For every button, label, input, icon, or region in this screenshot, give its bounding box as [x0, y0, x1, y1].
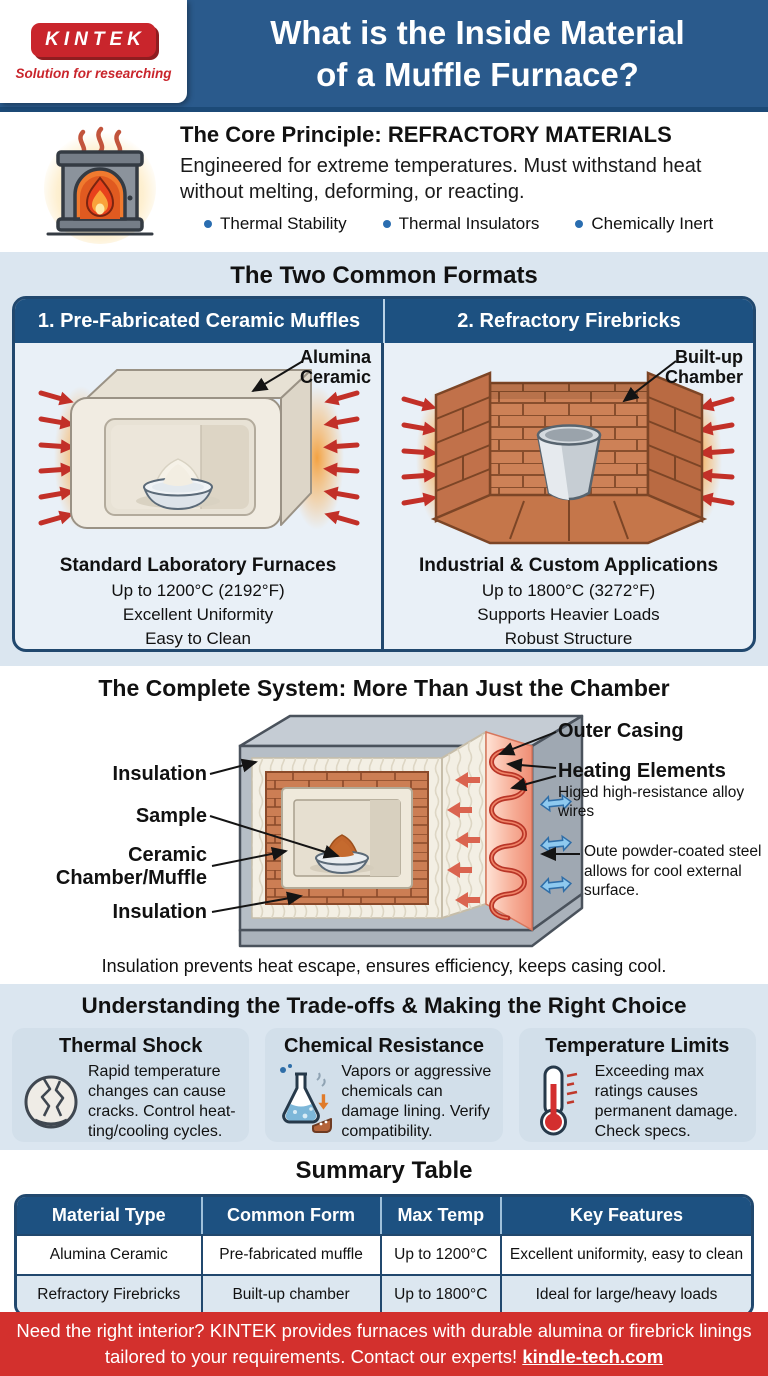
table-cell: Up to 1200°C	[379, 1236, 500, 1274]
cracked-sphere-icon	[24, 1075, 78, 1129]
card-text: Exceeding max ratings causes permanent d…	[594, 1063, 738, 1141]
page-title-line1: What is the Inside Material	[270, 13, 685, 51]
label-sample: Sample	[135, 805, 207, 827]
formats-title: The Two Common Formats	[230, 262, 538, 289]
label-outer-casing: Outer Casing	[558, 720, 684, 742]
bullet-label: Thermal Insulators	[398, 214, 540, 233]
table-header-cell: Common Form	[200, 1197, 380, 1234]
format-feature: Supports Heavier Loads	[477, 605, 660, 625]
bullet-item: Thermal Insulators	[382, 214, 540, 234]
bullet-dot-icon	[382, 220, 391, 228]
callout-alumina-ceramic: Alumina Ceramic	[299, 347, 371, 388]
system-title: The Complete System: More Than Just the …	[98, 675, 670, 701]
table-header-cell: Key Features	[499, 1197, 751, 1234]
cutaway-illustration	[238, 714, 584, 948]
complete-system-section: The Complete System: More Than Just the …	[0, 666, 768, 984]
format-header-ceramic: 1. Pre-Fabricated Ceramic Muffles	[15, 299, 385, 343]
core-principle-description: Engineered for extreme temperatures. Mus…	[180, 155, 702, 203]
label-ceramic-line1: Ceramic	[128, 844, 207, 866]
summary-section: Summary Table Material Type Common Form …	[0, 1150, 768, 1317]
furnace-cutaway-diagram: Insulation Sample Ceramic Chamber/Muffle…	[0, 708, 768, 954]
footer: Need the right interior? KINTEK provides…	[0, 1312, 768, 1376]
label-casing-note: Oute powder-coated steel allows for cool…	[584, 843, 762, 900]
table-row: Refractory Firebricks Built-up chamber U…	[17, 1274, 751, 1314]
format-feature: Excellent Uniformity	[122, 605, 274, 625]
header: KINTEK Solution for researching What is …	[0, 0, 768, 112]
kintek-logo: KINTEK Solution for researching	[0, 0, 187, 103]
card-thermal-shock: Thermal Shock Rapid temperature changes …	[12, 1028, 250, 1142]
label-ceramic-line2: Chamber/Muffle	[55, 867, 207, 889]
page-title-line2: of a Muffle Furnace?	[316, 55, 639, 93]
label-insulation-top: Insulation	[112, 763, 207, 785]
core-principle-title: The Core Principle: REFRACTORY MATERIALS	[180, 122, 672, 147]
table-cell: Refractory Firebricks	[37, 1286, 181, 1303]
thermometer-icon	[539, 1065, 577, 1136]
bullet-item: Thermal Stability	[204, 214, 347, 234]
kintek-logo-tagline: Solution for researching	[15, 65, 172, 81]
format-header-firebrick: 2. Refractory Firebricks	[457, 309, 681, 332]
format-feature: Up to 1800°C (3272°F)	[481, 581, 656, 600]
bullet-dot-icon	[575, 220, 584, 228]
heating-elements-title: Heating Elements	[558, 760, 726, 782]
core-principle-bullets: Thermal Stability Thermal Insulators Che…	[204, 214, 760, 234]
tradeoffs-title: Understanding the Trade-offs & Making th…	[81, 993, 687, 1018]
table-cell: Built-up chamber	[200, 1276, 380, 1314]
label-ceramic-chamber: Ceramic Chamber/Muffle	[56, 844, 207, 890]
table-header-row: Material Type Common Form Max Temp Key F…	[17, 1197, 751, 1234]
table-header-cell: Material Type	[51, 1205, 166, 1225]
format-col-ceramic: Alumina Ceramic Standard Laboratory Furn…	[15, 343, 384, 649]
table-cell: Ideal for large/heavy loads	[499, 1276, 751, 1314]
summary-table: Material Type Common Form Max Temp Key F…	[14, 1194, 754, 1317]
footer-link[interactable]: kindle-tech.com	[522, 1346, 664, 1367]
format-subtitle: Industrial & Custom Applications	[418, 555, 719, 576]
furnace-icon	[44, 126, 156, 244]
tradeoffs-section: Understanding the Trade-offs & Making th…	[0, 984, 768, 1150]
bullet-item: Chemically Inert	[575, 214, 713, 234]
kintek-logo-badge: KINTEK	[31, 22, 156, 57]
card-title: Thermal Shock	[58, 1035, 203, 1057]
firebrick-illustration	[384, 360, 752, 545]
label-heating-elements: Heating Elements Higed high-resistance a…	[558, 760, 754, 821]
system-caption: Insulation prevents heat escape, ensures…	[101, 956, 667, 976]
table-cell: Up to 1800°C	[379, 1276, 500, 1314]
card-text: Vapors or aggressive chemicals can damag…	[341, 1063, 492, 1141]
ceramic-muffle-illustration	[15, 360, 383, 555]
bullet-label: Chemically Inert	[591, 214, 714, 233]
table-cell: Alumina Ceramic	[49, 1246, 168, 1263]
heating-elements-note: Higed high-resistance alloy wires	[558, 784, 745, 821]
callout-built-up-chamber: Built-up Chamber	[664, 347, 743, 388]
format-feature: Robust Structure	[504, 629, 633, 649]
table-cell: Excellent uniformity, easy to clean	[499, 1236, 751, 1274]
format-col-firebrick: Built-up Chamber Industrial & Custom App…	[384, 343, 753, 649]
table-cell: Pre-fabricated muffle	[200, 1236, 380, 1274]
page-title: What is the Inside Material of a Muffle …	[187, 0, 768, 107]
table-row: Alumina Ceramic Pre-fabricated muffle Up…	[17, 1234, 751, 1274]
card-title: Temperature Limits	[545, 1035, 730, 1057]
bullet-label: Thermal Stability	[220, 214, 347, 233]
format-feature: Up to 1200°C (2192°F)	[111, 581, 285, 600]
card-chemical-resistance: Chemical Resistance	[265, 1028, 503, 1142]
format-feature: Easy to Clean	[145, 629, 251, 649]
bullet-dot-icon	[204, 220, 212, 228]
formats-section: The Two Common Formats 1. Pre-Fabricated…	[0, 252, 768, 666]
flask-icon	[280, 1064, 333, 1133]
format-subtitle: Standard Laboratory Furnaces	[59, 555, 337, 576]
summary-title: Summary Table	[295, 1157, 473, 1184]
card-title: Chemical Resistance	[283, 1035, 485, 1057]
card-text: Rapid temperature changes can cause crac…	[88, 1063, 236, 1141]
formats-panel: 1. Pre-Fabricated Ceramic Muffles 2. Ref…	[12, 296, 756, 652]
card-temperature-limits: Temperature Limits Ex	[518, 1028, 756, 1142]
footer-text: Need the right interior? KINTEK provides…	[16, 1320, 752, 1367]
label-insulation-bottom: Insulation	[112, 901, 207, 923]
core-principle-section: The Core Principle: REFRACTORY MATERIALS…	[0, 112, 768, 252]
table-header-cell: Max Temp	[379, 1197, 500, 1234]
